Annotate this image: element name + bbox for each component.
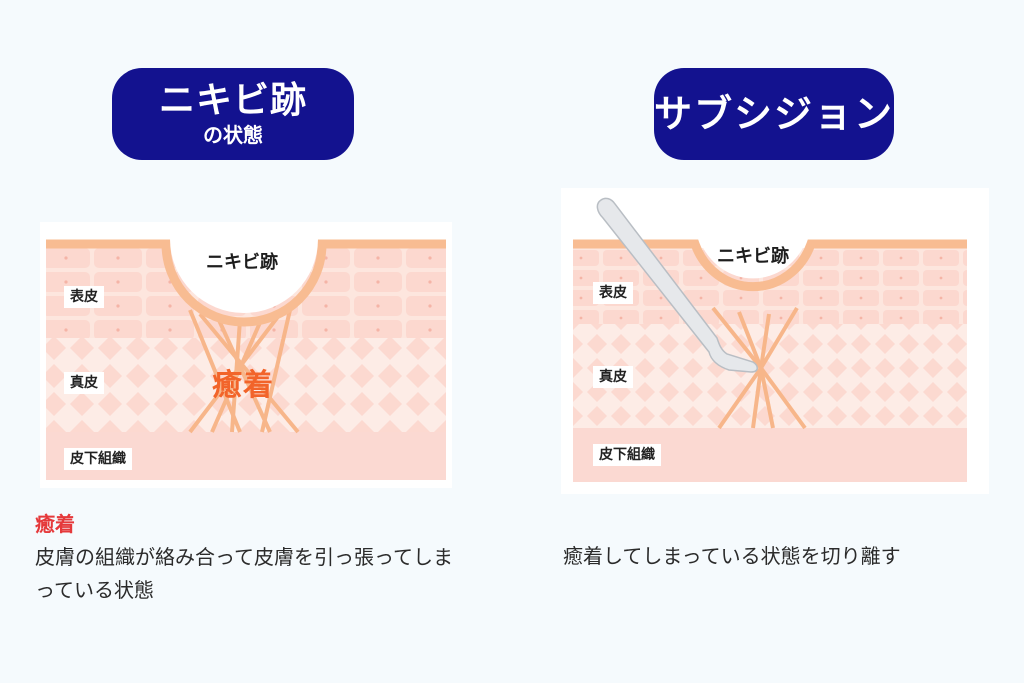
- adhesion-term: 癒着: [35, 512, 75, 536]
- adhesion-fibers: [711, 306, 807, 430]
- acne-scar-label: ニキビ跡: [717, 246, 789, 267]
- dermis-label: 真皮: [64, 372, 104, 394]
- epidermis-label: 表皮: [593, 282, 633, 304]
- adhesion-fibers: [188, 309, 300, 434]
- subcision-description: 癒着してしまっている状態を切り離す: [563, 540, 983, 573]
- adhesion-explanation: 皮膚の組織が絡み合って皮膚を引っ張ってしまっている状態: [35, 545, 453, 602]
- badge-subtitle: の状態: [203, 123, 263, 147]
- skin-cross-section: [573, 197, 967, 482]
- subcutaneous-label: 皮下組織: [593, 444, 661, 466]
- epidermis-label: 表皮: [64, 286, 104, 308]
- subcision-badge: サブシジョン: [654, 68, 894, 160]
- badge-title: ニキビ跡: [158, 80, 307, 121]
- skin-cross-section: [46, 239, 446, 480]
- subcision-needle-icon: [596, 197, 758, 373]
- subcision-explanation: 癒着してしまっている状態を切り離す: [563, 544, 901, 568]
- adhesion-label: 癒着: [212, 368, 274, 403]
- acne-scar-skin-diagram: ニキビ跡 癒着 表皮 真皮 皮下組織: [40, 222, 452, 488]
- dermis-label: 真皮: [593, 366, 633, 388]
- subcision-skin-diagram: ニキビ跡 表皮 真皮 皮下組織: [561, 188, 989, 494]
- acne-scar-label: ニキビ跡: [206, 252, 278, 273]
- subcutaneous-label: 皮下組織: [64, 448, 132, 470]
- acne-scar-state-badge: ニキビ跡 の状態: [112, 68, 354, 160]
- acne-scar-description: 癒着 皮膚の組織が絡み合って皮膚を引っ張ってしまっている状態: [35, 508, 465, 607]
- badge-title: サブシジョン: [654, 92, 895, 136]
